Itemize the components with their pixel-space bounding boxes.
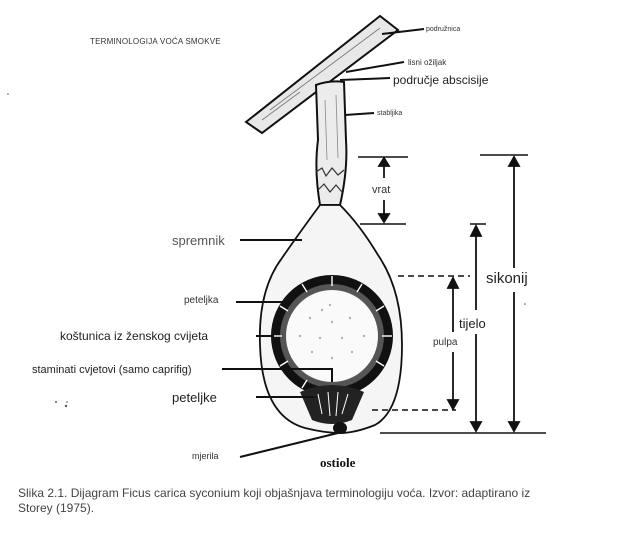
label-podruznica: podružnica xyxy=(426,26,461,33)
figure-title: TERMINOLOGIJA VOĆA SMOKVE xyxy=(90,37,221,46)
label-staminati-cvjetovi: staminati cvjetovi (samo caprifig) xyxy=(32,364,192,376)
label-stabljika: stabljika xyxy=(377,110,403,117)
label-peteljka: peteljka xyxy=(184,295,219,306)
label-mjerila: mjerila xyxy=(192,451,219,461)
label-sikonij: sikonij xyxy=(486,270,528,287)
label-spremnik: spremnik xyxy=(172,233,225,248)
label-pulpa: pulpa xyxy=(433,337,458,348)
figure-caption: Slika 2.1. Dijagram Ficus carica syconiu… xyxy=(18,486,531,515)
label-tijelo: tijelo xyxy=(459,316,486,331)
ostiole-shape xyxy=(333,422,347,434)
label-vrat: vrat xyxy=(372,184,391,196)
cavity-shape xyxy=(286,290,378,382)
label-lisni-oziljak: lisni ožiljak xyxy=(408,58,447,67)
label-podrucje-abscisije: područje abscisije xyxy=(393,73,489,87)
label-peteljke: peteljke xyxy=(172,390,217,405)
stalk-shape xyxy=(314,80,348,206)
label-ostiole: ostiole xyxy=(320,455,356,470)
label-kostunica: koštunica iz ženskog cvijeta xyxy=(60,329,209,343)
